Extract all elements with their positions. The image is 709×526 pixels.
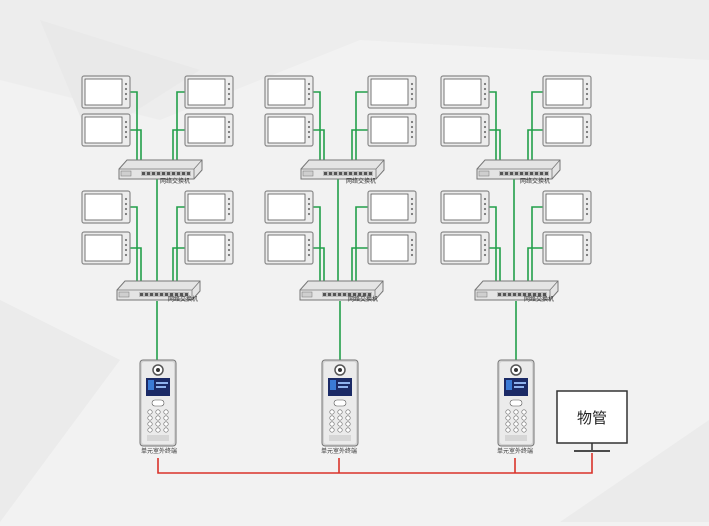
indoor-monitor bbox=[81, 75, 131, 109]
indoor-monitor bbox=[264, 75, 314, 109]
indoor-monitor bbox=[264, 231, 314, 265]
switch-label: 网络交换机 bbox=[520, 177, 550, 185]
network-switch-upper bbox=[476, 159, 561, 180]
indoor-monitor bbox=[184, 75, 234, 109]
unit-2-network-cables bbox=[312, 91, 368, 360]
outdoor-station bbox=[497, 359, 535, 447]
management-computer: 物管 bbox=[556, 390, 628, 452]
indoor-monitor bbox=[367, 231, 417, 265]
management-screen bbox=[556, 390, 628, 444]
management-label: 物管 bbox=[577, 409, 607, 427]
indoor-monitor bbox=[81, 190, 131, 224]
indoor-monitor bbox=[542, 190, 592, 224]
outdoor-station-label: 单元室外终端 bbox=[321, 447, 357, 455]
outdoor-station bbox=[139, 359, 177, 447]
indoor-monitor bbox=[542, 231, 592, 265]
switch-label: 网络交换机 bbox=[348, 295, 378, 303]
outdoor-station-label: 单元室外终端 bbox=[141, 447, 177, 455]
indoor-monitor bbox=[367, 190, 417, 224]
switch-label: 网络交换机 bbox=[346, 177, 376, 185]
indoor-monitor bbox=[184, 190, 234, 224]
bus-cable bbox=[157, 453, 593, 474]
network-switch-upper bbox=[118, 159, 203, 180]
indoor-monitor bbox=[264, 113, 314, 147]
indoor-monitor bbox=[367, 113, 417, 147]
outdoor-station-label: 单元室外终端 bbox=[497, 447, 533, 455]
indoor-monitor bbox=[367, 75, 417, 109]
unit-3: 网络交换机 网络交换机 单元室外终端 bbox=[440, 75, 592, 455]
indoor-monitor bbox=[264, 190, 314, 224]
indoor-monitor bbox=[542, 113, 592, 147]
switch-label: 网络交换机 bbox=[160, 177, 190, 185]
outdoor-station bbox=[321, 359, 359, 447]
unit-1: 网络交换机 网络交换机 单元室外终端 bbox=[81, 75, 234, 455]
unit-3-network-cables bbox=[489, 91, 543, 360]
unit-2: 网络交换机 网络交换机 单元室外终端 bbox=[264, 75, 417, 455]
indoor-monitor bbox=[440, 190, 490, 224]
indoor-monitor bbox=[81, 113, 131, 147]
indoor-monitor bbox=[440, 113, 490, 147]
indoor-monitor bbox=[542, 75, 592, 109]
indoor-monitor bbox=[440, 231, 490, 265]
network-switch-upper bbox=[300, 159, 385, 180]
indoor-monitor bbox=[81, 231, 131, 265]
switch-label: 网络交换机 bbox=[524, 295, 554, 303]
switch-label: 网络交换机 bbox=[168, 295, 198, 303]
unit-1-network-cables bbox=[130, 91, 185, 360]
indoor-monitor bbox=[440, 75, 490, 109]
indoor-monitor bbox=[184, 231, 234, 265]
indoor-monitor bbox=[184, 113, 234, 147]
